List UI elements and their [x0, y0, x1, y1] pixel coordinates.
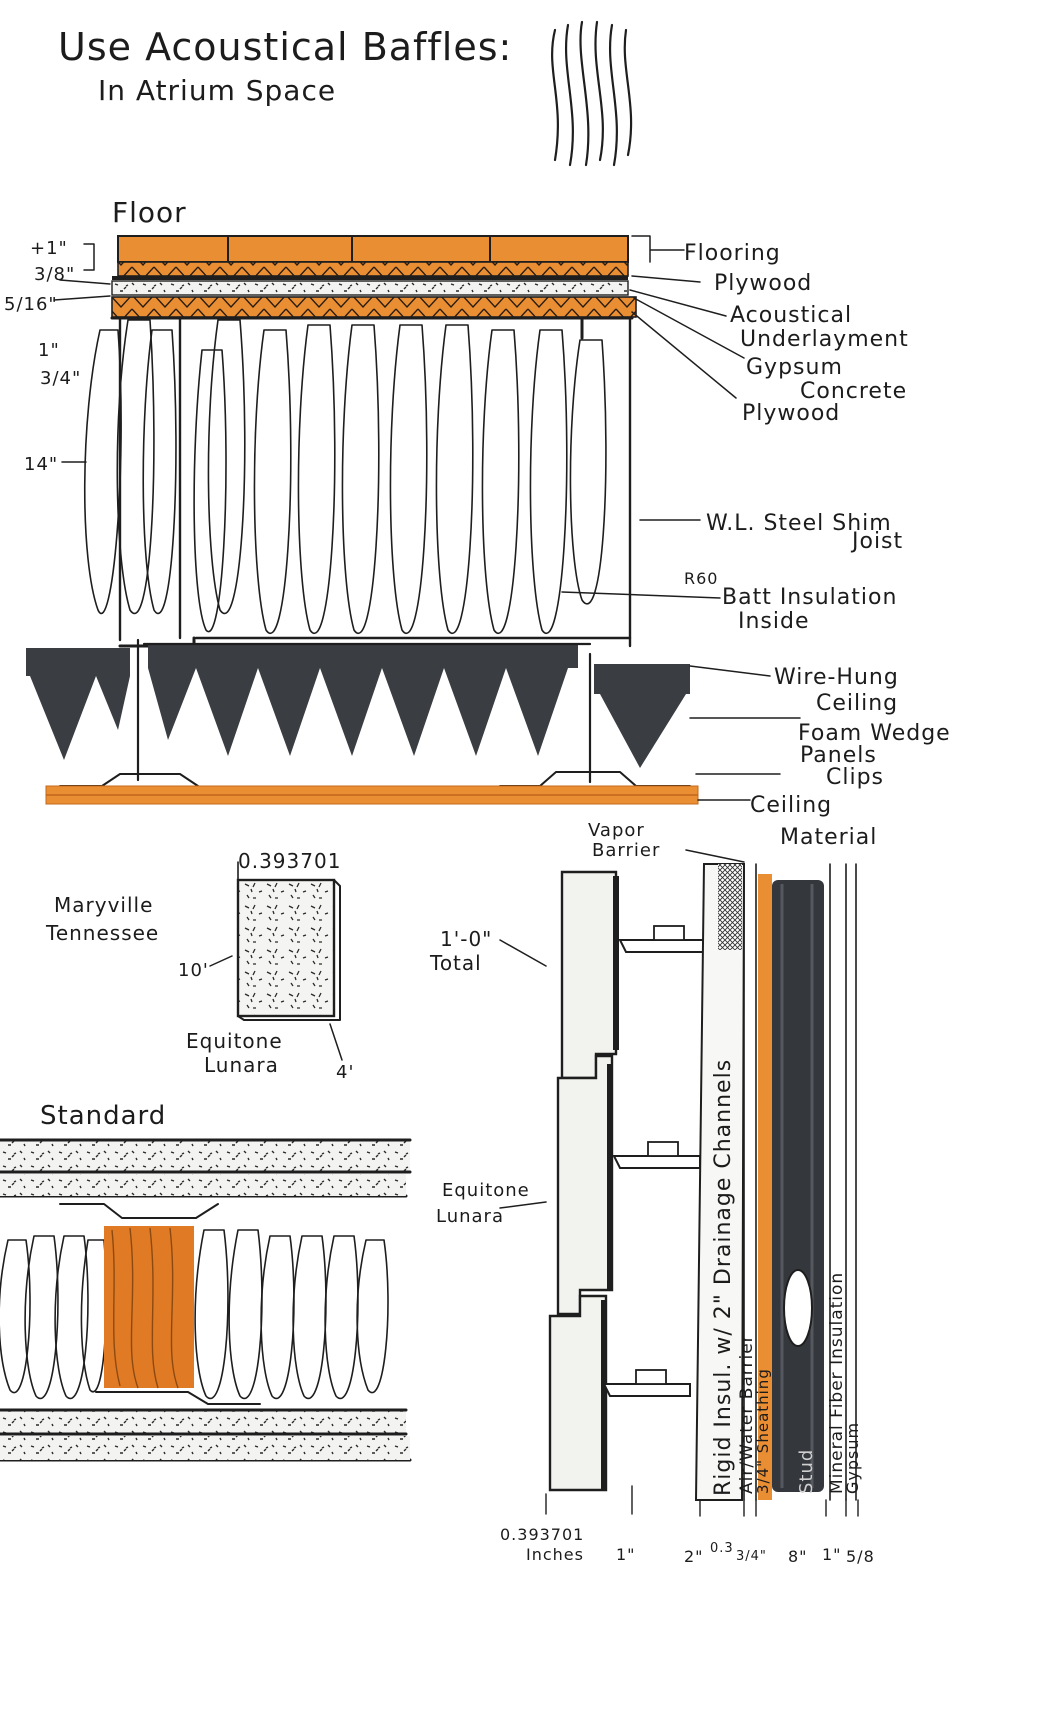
label-stud: Stud — [796, 1449, 817, 1494]
standard-insulation — [0, 1229, 389, 1400]
label-ceiling-1: Ceiling — [750, 793, 832, 818]
title-line-2: In Atrium Space — [98, 74, 336, 107]
standard-stud — [104, 1226, 194, 1388]
label-flooring: Flooring — [684, 241, 781, 266]
label-batt-1: Batt Insulation — [722, 585, 897, 610]
vapor-line-2: Barrier — [592, 840, 660, 861]
wall-bottom-dimensions: 0.393701 Inches 1" 2" 0.3 3/4" 8" 1" 5/8 — [500, 1485, 875, 1566]
stud-knockout — [783, 1269, 813, 1347]
cladding-panels — [548, 870, 619, 1492]
acoustical-underlayment-layer — [112, 276, 628, 280]
panel-width: 4' — [336, 1062, 354, 1083]
svg-text:5/8: 5/8 — [846, 1547, 875, 1566]
panel-thickness: 0.393701 — [238, 849, 341, 873]
sheathing-layer — [758, 874, 772, 1500]
panel-name-2: Lunara — [204, 1053, 279, 1077]
label-joist-2: Joist — [850, 529, 903, 554]
svg-text:2": 2" — [684, 1547, 704, 1566]
gypsum-concrete-layer — [111, 280, 629, 296]
vapor-barrier-mesh — [718, 864, 742, 950]
label-clips: Clips — [826, 765, 884, 790]
label-sheathing: 3/4" Sheathing — [754, 1368, 772, 1494]
label-plywood-bottom: Plywood — [742, 401, 840, 426]
svg-text:3/4": 3/4" — [40, 368, 81, 389]
panel-name-1: Equitone — [186, 1029, 283, 1053]
standard-heading: Standard — [40, 1101, 166, 1131]
svg-text:0.3: 0.3 — [710, 1541, 734, 1556]
flooring-layer — [117, 235, 629, 263]
foam-wedge-panels — [26, 644, 690, 768]
svg-text:3/4": 3/4" — [736, 1549, 767, 1564]
label-gypsum: Gypsum — [843, 1422, 862, 1494]
svg-text:8": 8" — [788, 1547, 808, 1566]
title-line-1: Use Acoustical Baffles: — [58, 25, 512, 69]
standard-assembly: Standard — [0, 1101, 412, 1462]
wire-hangers — [136, 638, 592, 784]
label-wire-1: Wire-Hung — [774, 665, 899, 690]
label-mineral: Mineral Fiber Insulation — [827, 1272, 847, 1494]
stud-layer — [772, 880, 824, 1492]
label-foam-1: Foam Wedge — [798, 721, 951, 746]
panel-detail: Maryville Tennessee 0.393701 10' Equiton… — [45, 849, 354, 1083]
label-ceiling-2: Material — [780, 825, 877, 850]
label-gypsum-1: Gypsum — [746, 355, 843, 380]
batt-insulation-pattern — [83, 319, 607, 634]
rail-clips — [602, 925, 707, 1397]
svg-text:1": 1" — [38, 340, 60, 361]
floor-heading: Floor — [112, 196, 187, 229]
label-wire-2: Ceiling — [816, 691, 898, 716]
label-plywood-top: Plywood — [714, 271, 812, 296]
steel-joist — [118, 316, 632, 648]
total-line-2: Total — [429, 951, 482, 975]
plywood-top-layer — [117, 261, 629, 277]
label-acoustical-2: Underlayment — [740, 327, 909, 352]
wall-section: Vapor Barrier 1'-0" Total Equitone Lunar… — [429, 820, 875, 1566]
floor-labels: Flooring Plywood Acoustical Underlayment… — [561, 235, 951, 850]
floor-ceiling-section: Floor — [4, 196, 951, 850]
total-line-1: 1'-0" — [440, 927, 492, 951]
label-rigid-insulation: Rigid Insul. w/ 2" Drainage Channels — [711, 1059, 736, 1496]
equitone-label-2: Lunara — [436, 1206, 504, 1227]
label-r60: R60 — [684, 569, 718, 588]
svg-text:Inches: Inches — [526, 1545, 584, 1564]
location-line-2: Tennessee — [45, 921, 159, 945]
svg-text:1": 1" — [616, 1545, 636, 1564]
baffle-icon — [551, 20, 633, 167]
plywood-bottom-layer — [111, 296, 637, 318]
left-dimensions: +1" 3/8" 5/16" 1" 3/4" 14" — [4, 238, 111, 475]
svg-text:1": 1" — [822, 1545, 842, 1564]
label-air-water: Air/Water Barrier — [737, 1334, 757, 1494]
ceiling-clips — [59, 771, 691, 787]
label-batt-2: Inside — [738, 609, 810, 634]
equitone-panel — [236, 878, 336, 1018]
svg-text:0.393701: 0.393701 — [500, 1525, 584, 1544]
equitone-label-1: Equitone — [442, 1180, 530, 1201]
svg-text:5/16": 5/16" — [4, 294, 58, 315]
label-foam-2: Panels — [800, 743, 877, 768]
label-gypsum-2: Concrete — [800, 379, 907, 404]
svg-text:3/8": 3/8" — [34, 264, 75, 285]
label-acoustical-1: Acoustical — [730, 303, 852, 328]
svg-text:14": 14" — [24, 454, 58, 475]
location-line-1: Maryville — [54, 893, 153, 917]
panel-height: 10' — [178, 960, 209, 981]
label-joist-1: W.L. Steel Shim — [706, 511, 892, 536]
vapor-line-1: Vapor — [588, 820, 645, 841]
svg-text:+1": +1" — [30, 238, 68, 259]
title-block: Use Acoustical Baffles: In Atrium Space — [58, 25, 512, 107]
